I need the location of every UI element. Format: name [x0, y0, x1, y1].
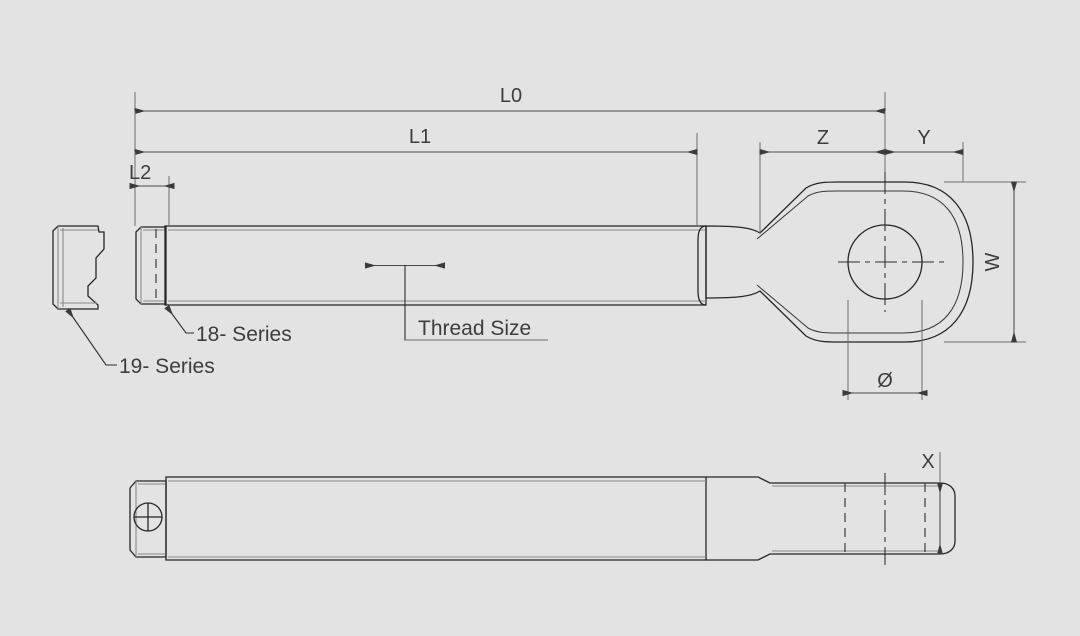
plan-center-mark [133, 502, 163, 532]
dimension-L0 [134, 92, 886, 226]
dimension-label-L0: L0 [500, 85, 522, 107]
dimension-label-Z: Z [817, 127, 829, 149]
label-19-series: 19- Series [119, 355, 215, 378]
dimension-Z [759, 111, 886, 233]
plan-view [129, 473, 956, 565]
leader-18-series [164, 304, 194, 334]
dimension-Y [884, 142, 964, 182]
dimension-L2 [129, 152, 175, 226]
dimension-label-L2: L2 [129, 162, 151, 184]
dimension-W [944, 181, 1026, 343]
part-19-series-outline [52, 225, 105, 310]
label-18-series: 18- Series [196, 323, 292, 346]
thread-size-label: Thread Size [418, 317, 531, 340]
dimension-bore-diameter [842, 300, 928, 400]
eye-head-outline [697, 181, 974, 343]
dimension-label-L1: L1 [409, 126, 431, 148]
plan-shaft-body [165, 476, 707, 561]
side-elevation-view [52, 170, 974, 343]
dimension-label-W: W [982, 252, 1004, 271]
leader-19-series [65, 307, 117, 366]
dimension-label-Y: Y [917, 127, 930, 149]
plan-eye-body [706, 476, 956, 561]
dimension-label-diameter: Ø [877, 370, 893, 392]
shaft-left-end [135, 226, 167, 305]
dimension-label-X: X [921, 451, 934, 473]
thread-size-callout [365, 262, 548, 341]
